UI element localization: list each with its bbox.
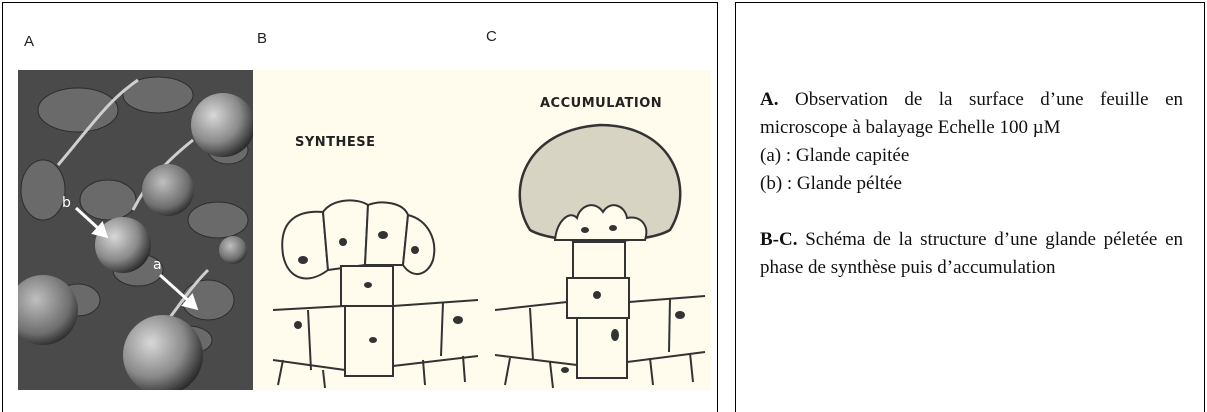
caption-a-label: A. [760,89,778,110]
figure-caption: A. Observation de la surface d’une feuil… [760,86,1183,282]
photo-label-a: a [153,257,162,273]
panel-letter-c: C [486,28,497,45]
caption-a-text: Observation de la surface d’une feuille … [760,89,1183,138]
sem-micrograph: b a [18,70,253,390]
synthesis-drawing: SYNTHESE [253,70,485,390]
caption-bc-label: B-C. [760,229,797,250]
panel-letter-b: B [257,30,267,47]
photo-label-b: b [62,195,71,211]
caption-bc-text: Schéma de la structure d’une glande péle… [760,229,1183,278]
panel-letter-a: A [24,33,34,50]
caption-line-a: (a) : Glande capitée [760,142,1183,170]
caption-a: A. Observation de la surface d’une feuil… [760,86,1183,142]
caption-bc: B-C. Schéma de la structure d’une glande… [760,226,1183,282]
accumulation-drawing: ACCUMULATION [485,70,711,390]
caption-line-b: (b) : Glande péltée [760,170,1183,198]
